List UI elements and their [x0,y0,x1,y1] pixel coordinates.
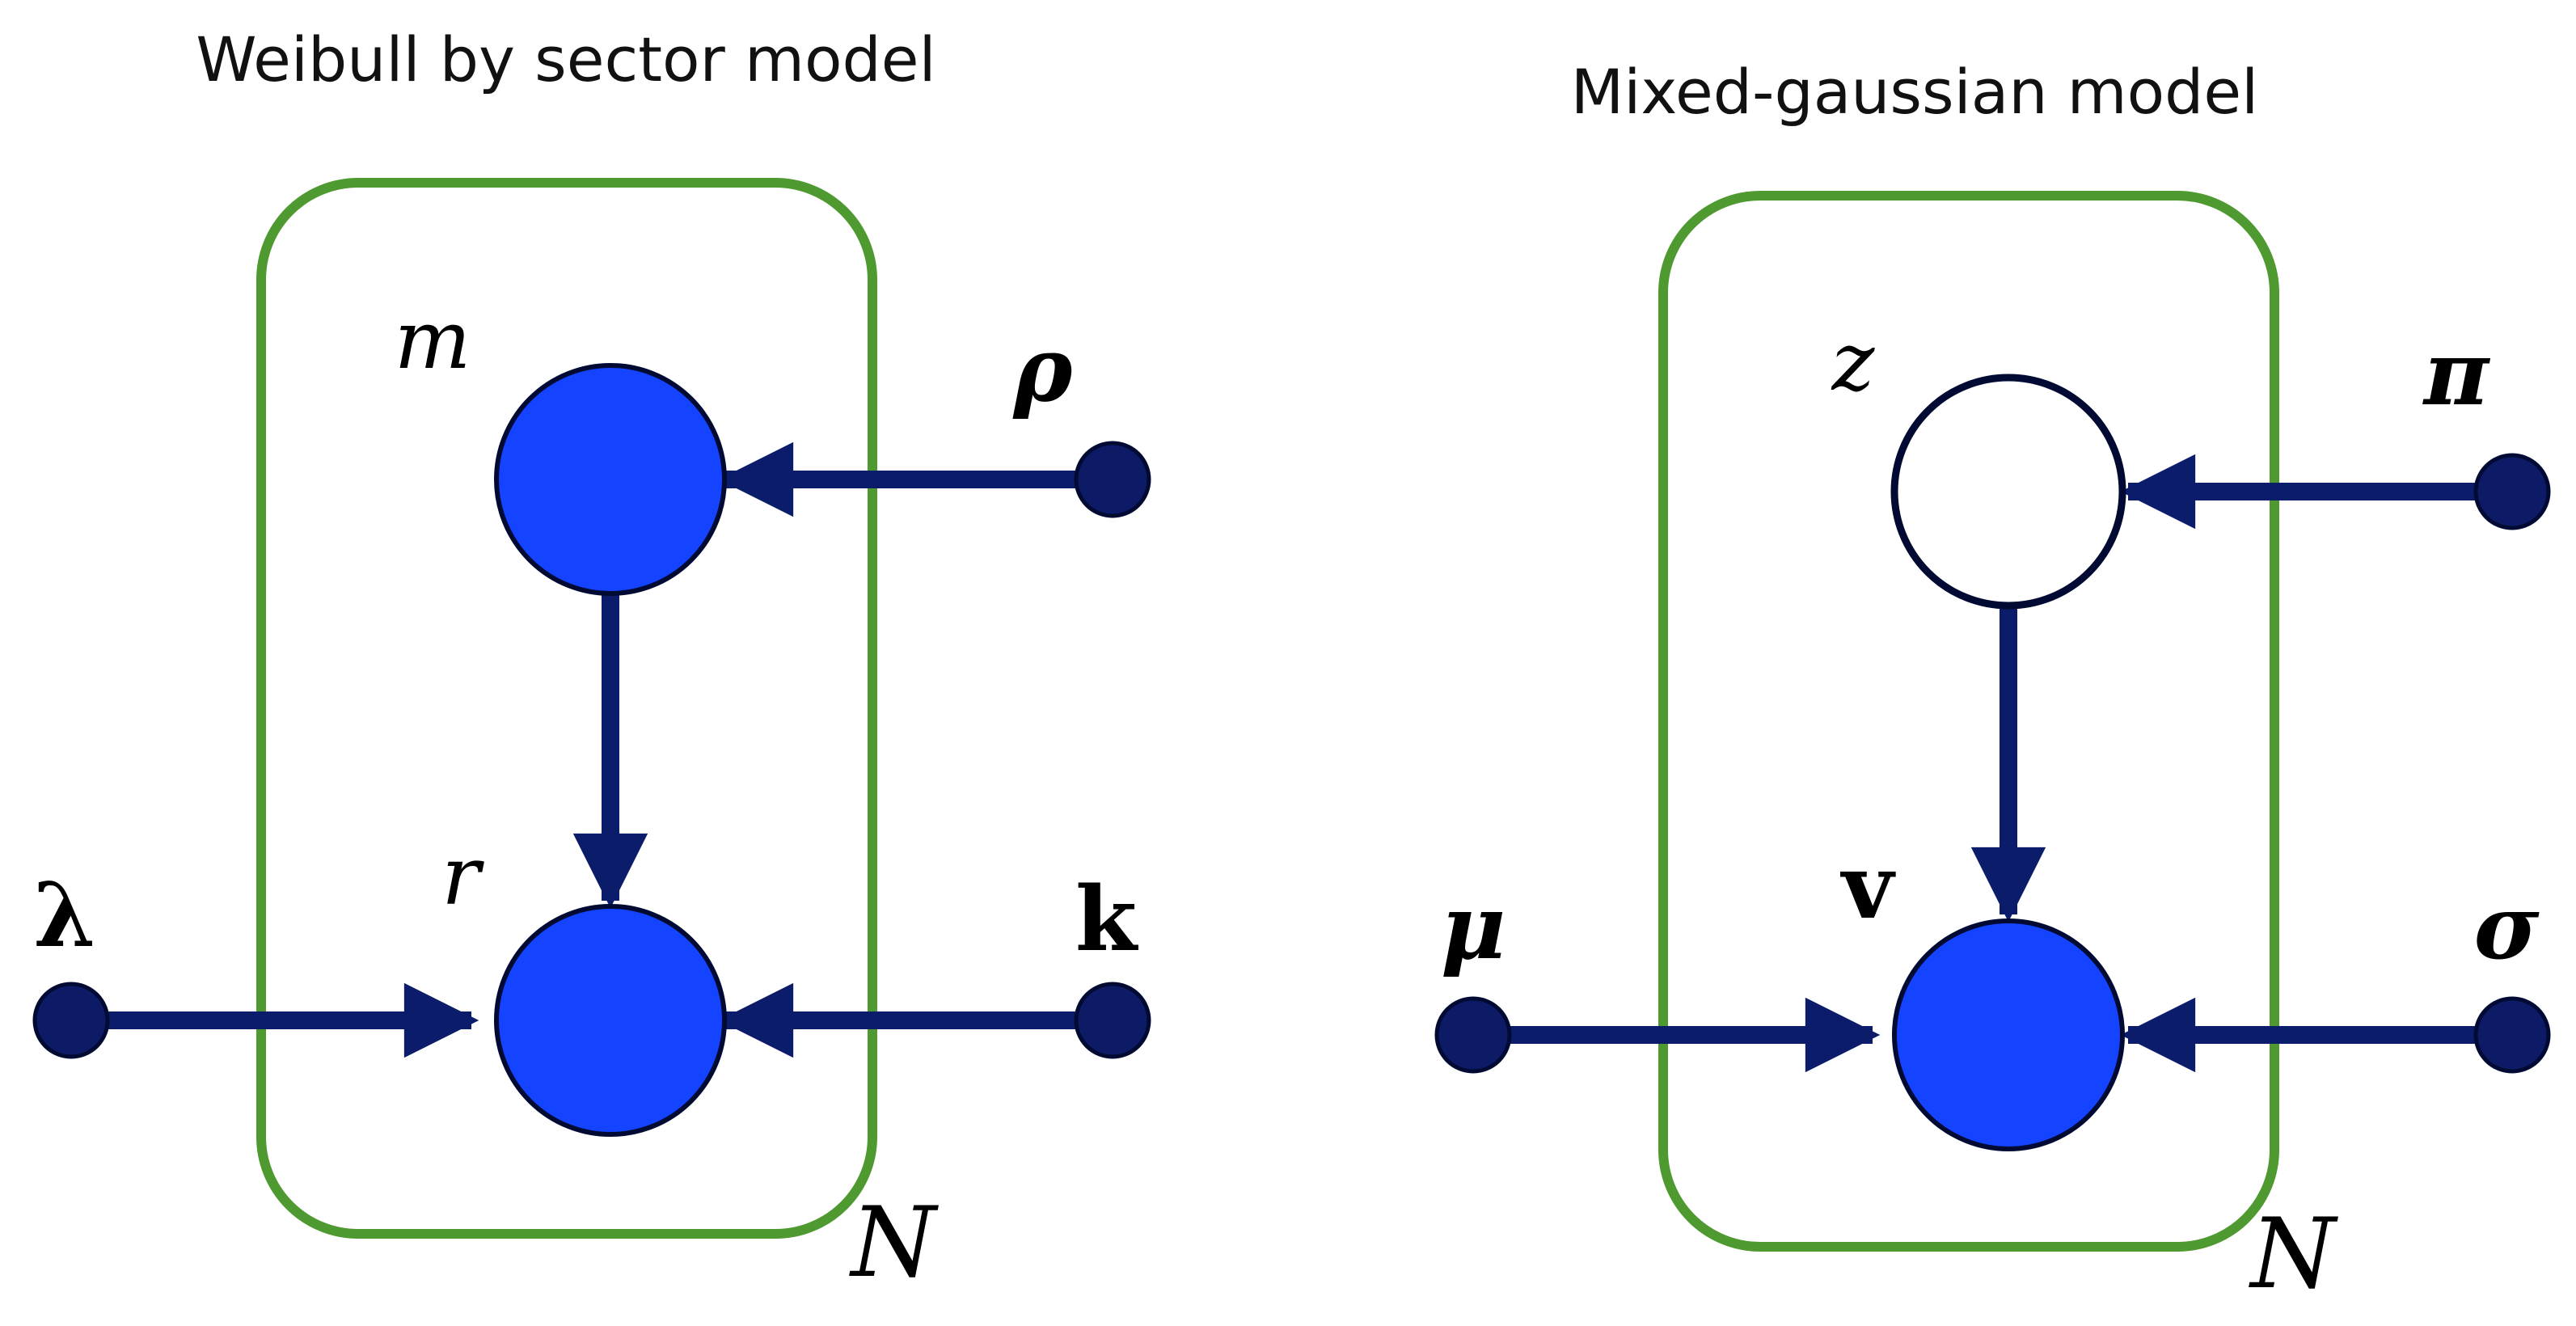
node-v-observed [1892,918,2125,1151]
label-v: v [1840,834,1896,939]
node-z-latent [1890,374,2126,610]
label-lambda: λ [33,863,95,967]
weibull-model-title: Weibull by sector model [196,23,935,95]
label-sigma: σ [2473,875,2540,979]
node-mu-hyperparameter [1434,996,1512,1074]
mixed-gaussian-model: Mixed-gaussian model N z v π μ σ [1434,56,2551,1311]
node-rho-hyperparameter [1074,441,1151,518]
mixed-gaussian-plate-label: N [2249,1198,2339,1311]
node-pi-hyperparameter [2473,453,2551,530]
node-m-observed [494,363,727,596]
node-r-observed [494,904,727,1137]
node-lambda-hyperparameter [32,982,110,1059]
node-sigma-hyperparameter [2473,996,2551,1074]
mixed-gaussian-model-title: Mixed-gaussian model [1571,56,2259,128]
label-r: r [441,829,484,923]
label-m: m [395,293,471,387]
weibull-plate [256,178,877,1239]
node-k-hyperparameter [1074,982,1151,1059]
label-z: z [1831,315,1876,409]
weibull-model: Weibull by sector model N m r ρ k λ [32,23,1151,1299]
label-mu: μ [1441,875,1506,979]
label-rho: ρ [1012,317,1073,421]
weibull-plate-label: N [849,1187,940,1299]
label-k: k [1075,867,1139,971]
label-pi: π [2422,321,2491,425]
mixed-gaussian-plate [1658,191,2279,1252]
